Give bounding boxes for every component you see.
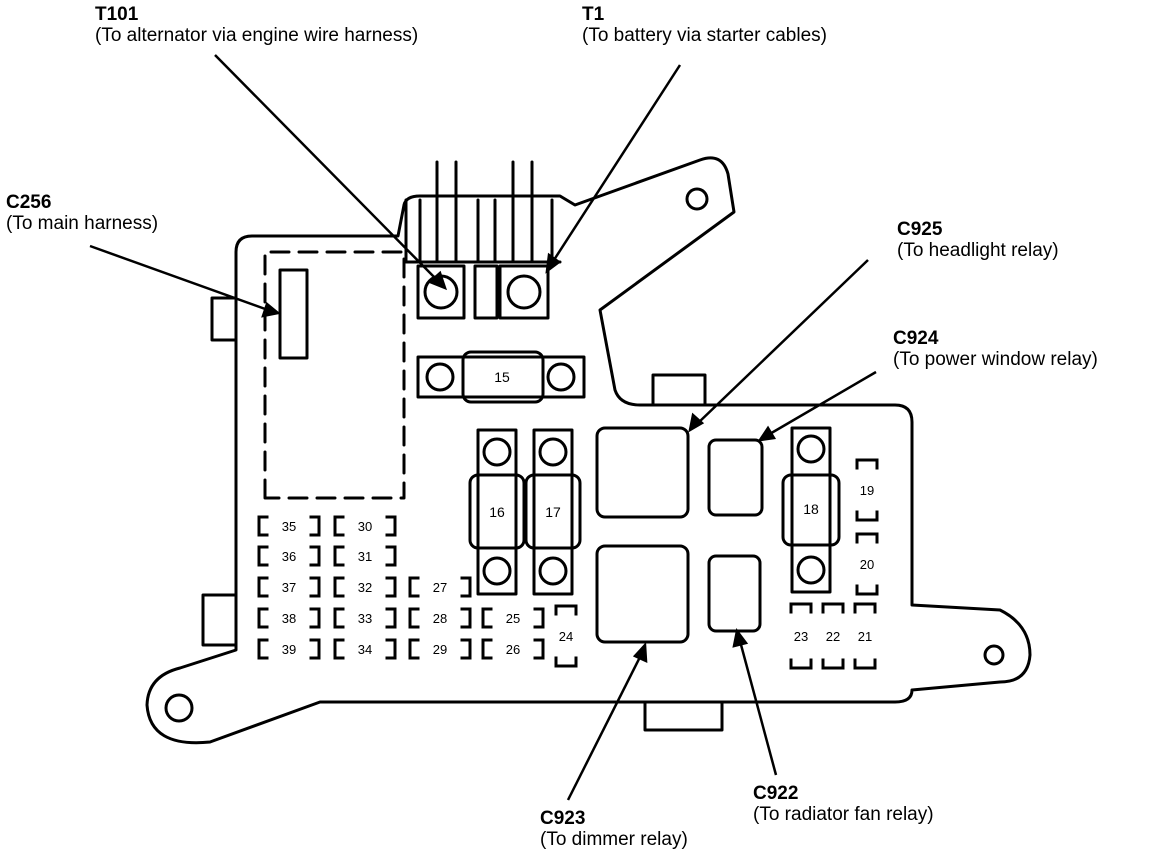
mini-fuse-label-21: 21: [858, 629, 872, 644]
mini-fuse-label-29: 29: [433, 642, 447, 657]
mini-fuse-label-22: 22: [826, 629, 840, 644]
c256-leader: [89, 244, 269, 312]
mini-fuse-28: [408, 607, 472, 629]
fuse-label-17: 17: [545, 504, 561, 520]
mini-fuse-label-39: 39: [282, 642, 296, 657]
c923-code: C923: [540, 808, 586, 829]
mounting-hole-top: [685, 187, 709, 211]
mini-fuse-label-23: 23: [794, 629, 808, 644]
mini-fuse-33: [333, 607, 397, 629]
c256-desc: (To main harness): [6, 213, 159, 234]
c922-callout: C922 (To radiator fan relay): [753, 783, 934, 825]
fuse-16: [468, 473, 526, 550]
c925-socket: [595, 426, 690, 519]
mounting-hole-left: [164, 693, 194, 723]
t1-callout: T1 (To battery via starter cables): [582, 4, 827, 46]
mini-fuse-25: [481, 607, 545, 629]
mini-fuse-label-27: 27: [433, 580, 447, 595]
top-tab: [651, 373, 707, 407]
fuse-label-18: 18: [803, 501, 819, 517]
c256-code: C256: [6, 192, 52, 213]
mini-fuse-21: [853, 602, 877, 670]
fuse-label-15: 15: [494, 369, 510, 385]
t101-leader: [214, 54, 439, 282]
fuse-17: [524, 473, 582, 550]
mini-fuse-38: [257, 607, 321, 629]
mini-fuse-label-37: 37: [282, 580, 296, 595]
mini-fuse-34: [333, 638, 397, 660]
c924-callout: C924 (To power window relay): [893, 328, 1098, 370]
t1-terminal: [498, 264, 550, 320]
housing-outline: [145, 156, 1032, 745]
c924-leader: [767, 370, 877, 437]
mini-fuse-19: [855, 458, 879, 522]
mini-fuse-24: [554, 604, 578, 668]
c256-connector-area: [263, 250, 406, 500]
c922-leader: [738, 640, 778, 776]
mini-fuse-label-38: 38: [282, 611, 296, 626]
mini-fuse-20: [855, 532, 879, 596]
t1-leader: [550, 64, 682, 264]
mini-fuse-26: [481, 638, 545, 660]
t1-code: T1: [582, 4, 605, 25]
c924-code: C924: [893, 328, 939, 349]
mini-fuse-label-24: 24: [559, 629, 573, 644]
c256-connector: [278, 268, 309, 360]
c925-desc: (To headlight relay): [897, 240, 1059, 261]
t101-callout: T101 (To alternator via engine wire harn…: [95, 4, 418, 46]
terminal-block: [404, 198, 562, 264]
c924-desc: (To power window relay): [893, 349, 1098, 370]
mini-fuse-32: [333, 576, 397, 598]
t1-desc: (To battery via starter cables): [582, 25, 827, 46]
mini-fuse-label-26: 26: [506, 642, 520, 657]
c923-socket: [595, 544, 690, 644]
c923-leader: [566, 654, 643, 801]
mini-fuse-23: [789, 602, 813, 670]
mini-fuse-22: [821, 602, 845, 670]
mini-fuse-35: [257, 515, 321, 537]
mini-fuse-label-31: 31: [358, 549, 372, 564]
c925-code: C925: [897, 219, 943, 240]
mini-fuse-29: [408, 638, 472, 660]
mini-fuse-label-34: 34: [358, 642, 372, 657]
c922-desc: (To radiator fan relay): [753, 804, 934, 825]
mini-fuse-36: [257, 545, 321, 567]
c924-socket: [707, 438, 764, 517]
mini-fuse-27: [408, 576, 472, 598]
mini-fuse-label-33: 33: [358, 611, 372, 626]
side-tab-left-lower: [201, 593, 238, 647]
mini-fuse-39: [257, 638, 321, 660]
t101-code: T101: [95, 4, 139, 25]
t101-terminal: [416, 264, 466, 320]
fuse-18: [781, 473, 841, 547]
mini-fuse-label-36: 36: [282, 549, 296, 564]
mini-fuse-label-25: 25: [506, 611, 520, 626]
fuse-label-16: 16: [489, 504, 505, 520]
mounting-hole-right: [983, 644, 1005, 666]
mini-fuse-label-20: 20: [860, 557, 874, 572]
mini-fuse-label-19: 19: [860, 483, 874, 498]
c925-callout: C925 (To headlight relay): [897, 219, 1059, 261]
bottom-tab: [643, 700, 724, 732]
c922-socket: [707, 554, 762, 633]
mini-fuse-31: [333, 545, 397, 567]
c923-desc: (To dimmer relay): [540, 829, 688, 850]
mini-fuse-30: [333, 515, 397, 537]
c923-callout: C923 (To dimmer relay): [540, 808, 688, 850]
mini-fuse-37: [257, 576, 321, 598]
mini-fuse-label-28: 28: [433, 611, 447, 626]
c925-leader: [696, 259, 869, 425]
c256-callout: C256 (To main harness): [6, 192, 158, 234]
mini-fuse-label-30: 30: [358, 519, 372, 534]
c922-code: C922: [753, 783, 799, 804]
t101-desc: (To alternator via engine wire harness): [95, 25, 419, 46]
mini-fuse-label-35: 35: [282, 519, 296, 534]
fuse-15: [461, 350, 545, 404]
side-tab-left-upper: [210, 296, 238, 342]
mini-fuse-label-32: 32: [358, 580, 372, 595]
